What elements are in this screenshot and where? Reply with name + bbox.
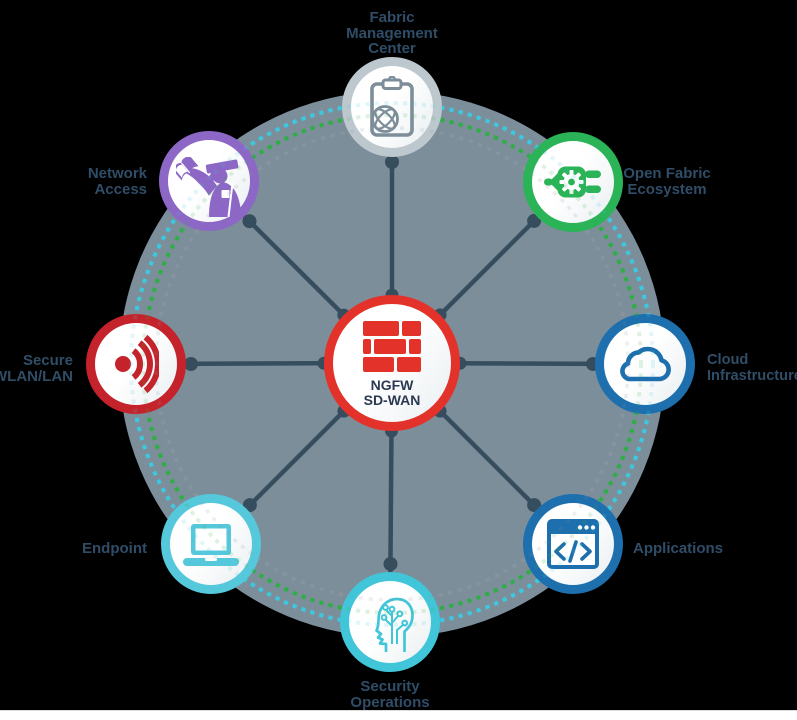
node-secure-wlan-lan[interactable] bbox=[86, 314, 186, 414]
label-open-fabric-ecosystem: Open Fabric Ecosystem bbox=[623, 165, 711, 198]
node-cloud-infrastructure[interactable] bbox=[595, 314, 695, 414]
label-security-operations: Security Operations bbox=[350, 678, 430, 711]
label-secure-wlan-lan: Secure WLAN/LAN bbox=[0, 352, 73, 385]
bottom-strip bbox=[0, 710, 797, 720]
label-fabric-management-center: Fabric Management Center bbox=[346, 9, 438, 57]
node-fabric-management-center[interactable] bbox=[342, 57, 442, 157]
node-endpoint[interactable] bbox=[161, 494, 261, 594]
label-endpoint: Endpoint bbox=[82, 540, 147, 557]
firewall-bricks-icon bbox=[363, 321, 421, 372]
label-network-access: Network Access bbox=[87, 165, 147, 198]
node-security-operations[interactable] bbox=[340, 572, 440, 672]
brain-circuit-icon bbox=[375, 597, 414, 652]
plug-gear-icon bbox=[544, 166, 601, 198]
clipboard-globe-icon bbox=[370, 76, 414, 137]
node-network-access[interactable] bbox=[159, 131, 259, 231]
cloud-icon bbox=[620, 346, 671, 382]
laptop-icon bbox=[183, 524, 239, 566]
center-label: NGFW SD-WAN bbox=[363, 377, 421, 408]
node-applications[interactable] bbox=[523, 494, 623, 594]
node-ngfw-sdwan[interactable]: NGFW SD-WAN bbox=[324, 295, 460, 431]
wireless-signal-icon bbox=[115, 335, 159, 393]
code-window-icon bbox=[547, 519, 599, 569]
officer-id-check-icon bbox=[176, 157, 242, 217]
node-open-fabric-ecosystem[interactable] bbox=[523, 132, 623, 232]
label-cloud-infrastructure: Cloud Infrastructure bbox=[707, 352, 797, 384]
label-applications: Applications bbox=[633, 540, 724, 557]
